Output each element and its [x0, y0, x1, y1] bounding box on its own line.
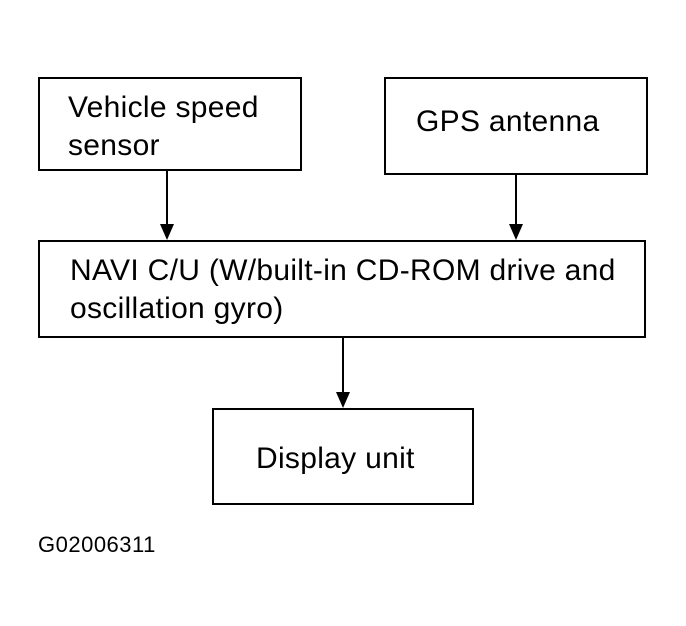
- arrow-navi-to-display: [336, 338, 350, 408]
- figure-code: G02006311: [38, 532, 156, 557]
- display-unit-box: Display unit: [212, 408, 474, 505]
- arrow-speed-sensor-to-navi: [160, 171, 174, 240]
- navi-control-unit-box: NAVI C/U (W/built-in CD-ROM drive and os…: [38, 240, 646, 338]
- gps-antenna-label: GPS antenna: [416, 105, 600, 138]
- vehicle-speed-sensor-box: Vehicle speed sensor: [38, 77, 302, 171]
- navi-control-unit-label: NAVI C/U (W/built-in CD-ROM drive and os…: [70, 254, 616, 325]
- arrow-gps-antenna-to-navi: [509, 175, 523, 240]
- display-unit-label: Display unit: [256, 442, 415, 475]
- vehicle-speed-sensor-label: Vehicle speed sensor: [68, 91, 259, 162]
- gps-antenna-box: GPS antenna: [384, 77, 648, 175]
